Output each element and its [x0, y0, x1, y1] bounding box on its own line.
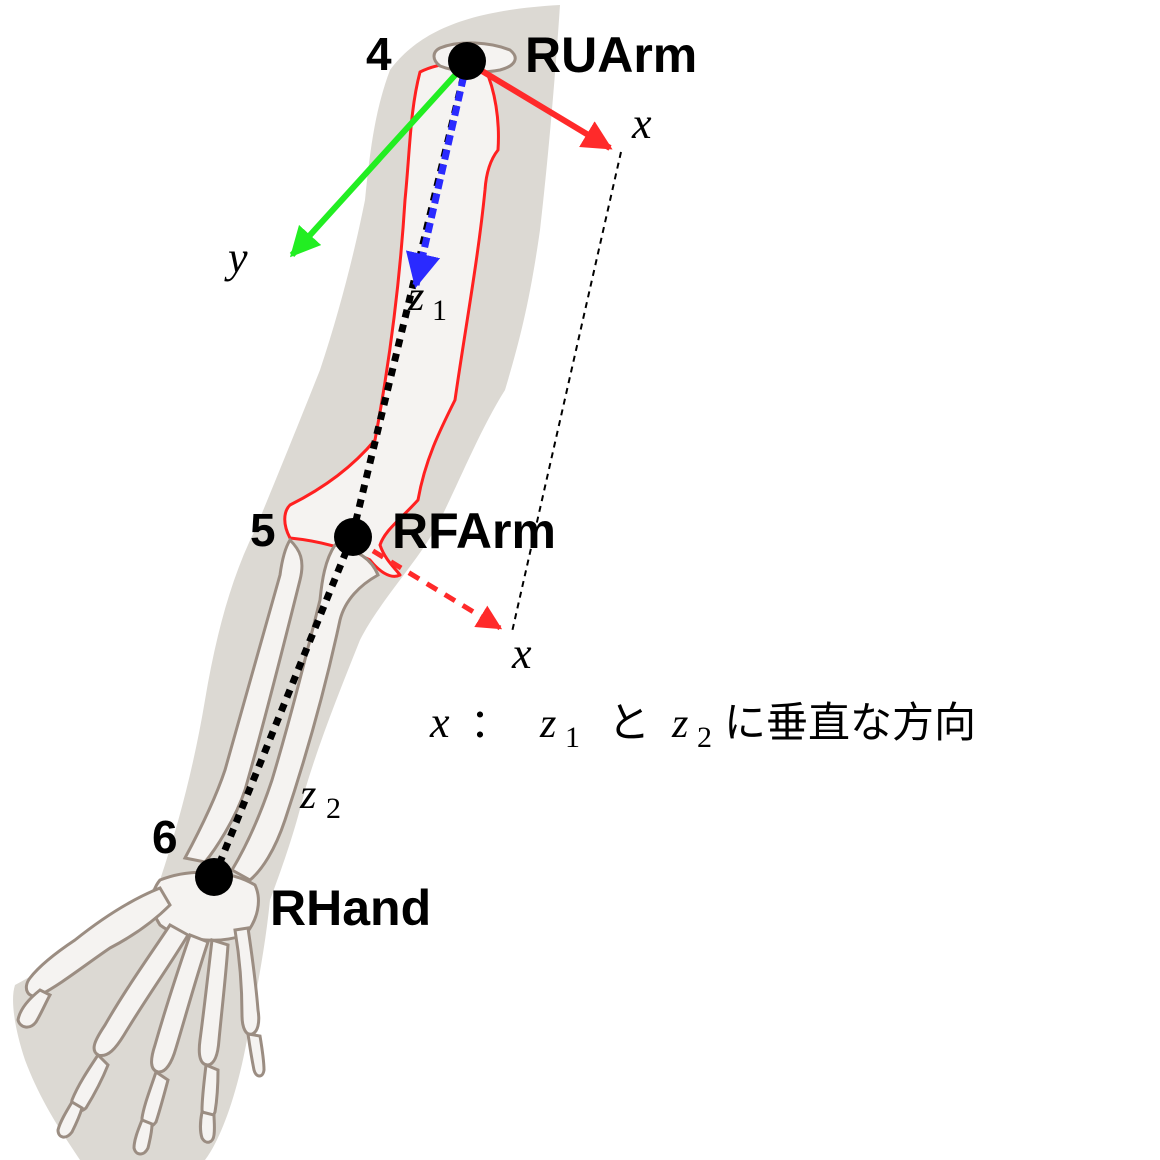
hand-skeleton	[16, 870, 266, 1156]
z1-axis-arrow	[405, 61, 471, 289]
ulna-bone	[182, 537, 304, 864]
svg-text:に垂直な方向: に垂直な方向	[724, 698, 976, 747]
x-axis-label-rfarm: x	[511, 629, 532, 678]
svg-text:z: z	[539, 701, 556, 747]
humerus-bone	[283, 61, 500, 578]
y-axis-label: y	[224, 233, 248, 282]
joint-6-index: 6	[152, 811, 178, 863]
joint-rhand	[195, 858, 233, 896]
y-axis-arrow	[289, 59, 470, 258]
svg-text:と: と	[608, 698, 650, 747]
svg-text:2: 2	[326, 792, 341, 825]
svg-text:x: x	[429, 698, 450, 747]
radius-bone	[229, 543, 380, 882]
joint-rfarm	[334, 518, 372, 556]
svg-text:z: z	[407, 274, 424, 320]
svg-text:：: ：	[470, 701, 510, 747]
joint-6-name: RHand	[270, 880, 431, 936]
joint-5-name: RFArm	[392, 503, 556, 559]
z2-label: z 2	[299, 772, 341, 825]
x-axis-arrow-rfarm	[353, 537, 503, 631]
svg-text:1: 1	[432, 294, 447, 327]
svg-text:z: z	[299, 772, 316, 818]
forearm-axis	[210, 535, 356, 879]
joint-4-name: RUArm	[525, 27, 697, 83]
z1-label: z 1	[407, 274, 447, 327]
joint-5-index: 5	[250, 504, 276, 556]
svg-text:1: 1	[565, 721, 580, 754]
svg-text:2: 2	[697, 721, 712, 754]
x-projection-line	[511, 151, 622, 633]
joint-ruarm	[448, 42, 486, 80]
x-axis-arrow	[465, 59, 613, 151]
x-axis-label: x	[631, 99, 652, 148]
perpendicular-note: x ： z 1 と z 2 に垂直な方向	[429, 698, 976, 754]
joint-4-index: 4	[366, 28, 392, 80]
svg-text:z: z	[671, 701, 688, 747]
